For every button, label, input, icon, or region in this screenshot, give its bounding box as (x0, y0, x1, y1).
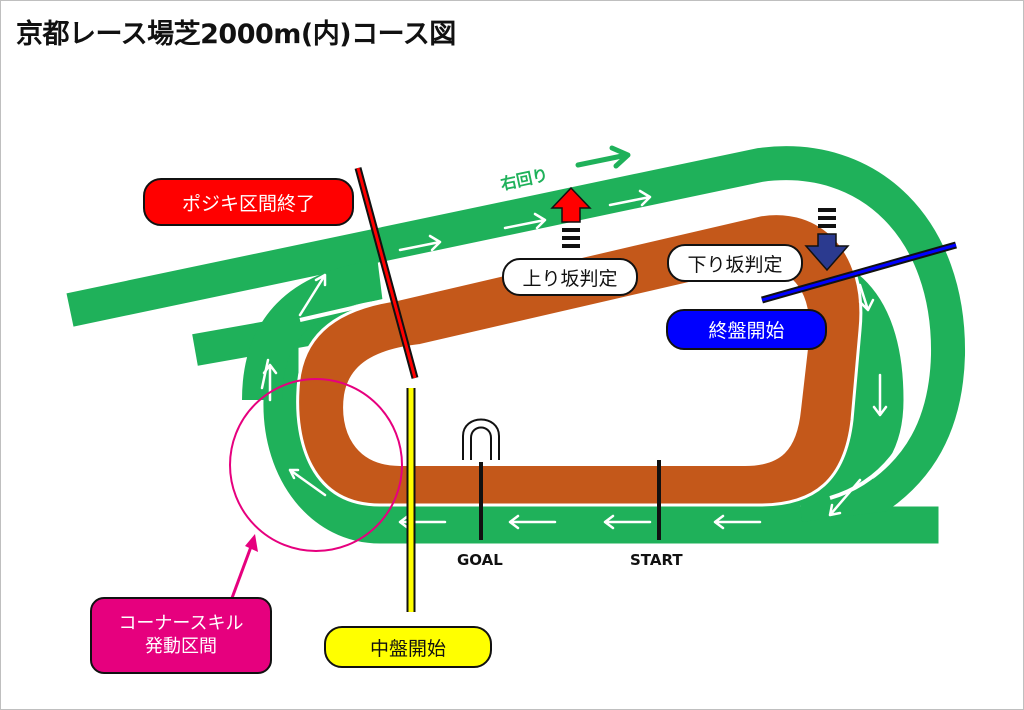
corner-skill-label-line1: コーナースキル (118, 613, 244, 634)
final-stage-line (761, 241, 957, 304)
uphill-label: 上り坂判定 (502, 258, 638, 296)
final-stage-label: 終盤開始 (666, 309, 827, 350)
goal-marker (462, 418, 500, 540)
corner-skill-pointer (230, 534, 258, 599)
downhill-arrow-icon (804, 208, 850, 272)
pozijiki-end-line (354, 167, 419, 379)
corner-skill-label: コーナースキル 発動区間 (90, 597, 272, 674)
start-label: START (630, 551, 683, 569)
right-turn-arrow (575, 145, 631, 169)
uphill-arrow-icon (550, 186, 592, 248)
downhill-label: 下り坂判定 (667, 244, 803, 282)
page-title: 京都レース場芝2000m(内)コース図 (16, 19, 456, 50)
goal-label: GOAL (457, 551, 503, 569)
direction-arrows (260, 189, 888, 530)
pozijiki-end-label: ポジキ区間終了 (143, 178, 354, 226)
corner-skill-label-line2: 発動区間 (145, 635, 217, 657)
middle-stage-label: 中盤開始 (324, 626, 492, 668)
corner-skill-zone (229, 378, 403, 552)
